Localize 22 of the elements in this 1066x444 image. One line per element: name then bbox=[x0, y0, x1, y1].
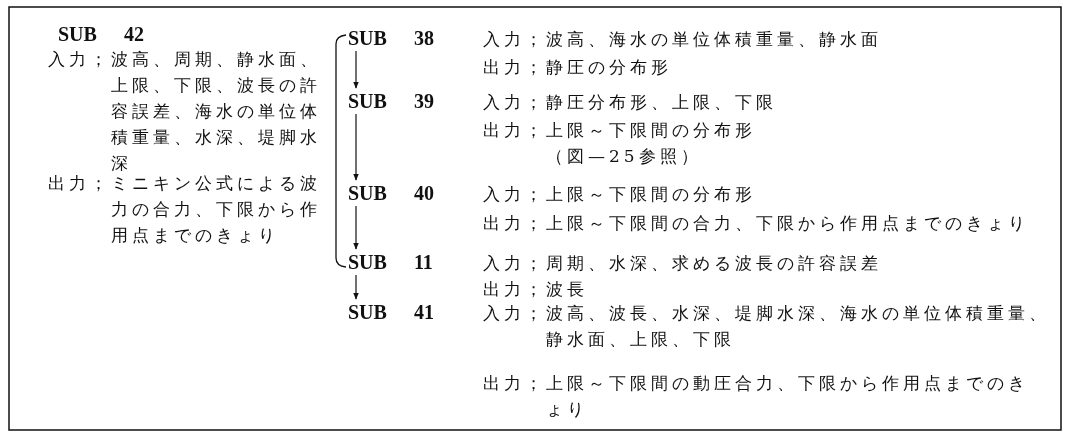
subroutine-label: SUB 41 bbox=[348, 300, 434, 324]
arrow bbox=[353, 50, 359, 89]
io-description: 入力；静圧分布形、上限、下限 bbox=[483, 91, 778, 114]
io-description: 入力；波高、周期、静水面、上限、下限、波長の許容誤差、海水の単位体積重量、水深、堤脚水深 bbox=[48, 48, 322, 175]
subroutine-label: SUB 40 bbox=[348, 181, 434, 205]
subroutine-label: SUB 11 bbox=[348, 250, 433, 274]
arrow bbox=[353, 274, 359, 300]
io-description: 出力；ミニキン公式による波力の合力、下限から作用点までのきょり bbox=[48, 172, 322, 247]
io-description: 入力；上限～下限間の分布形 bbox=[483, 183, 757, 206]
subroutine-label: SUB 39 bbox=[348, 89, 434, 113]
arrow bbox=[353, 113, 359, 181]
io-description: 入力；波高、波長、水深、堤脚水深、海水の単位体積重量、静水面、上限、下限 bbox=[483, 302, 1051, 351]
io-description: 出力；上限～下限間の合力、下限から作用点までのきょり bbox=[483, 212, 1030, 235]
arrow bbox=[353, 205, 359, 250]
io-description: 出力；上限～下限間の動圧合力、下限から作用点までのきょり bbox=[483, 372, 1030, 421]
io-description: 入力；周期、水深、求める波長の許容誤差 bbox=[483, 252, 883, 275]
subroutine-label: SUB 42 bbox=[58, 22, 144, 46]
subroutine-label: SUB 38 bbox=[348, 26, 434, 50]
io-description: 出力；上限～下限間の分布形（図—25参照） bbox=[483, 119, 757, 168]
io-description: 入力；波高、海水の単位体積重量、静水面 bbox=[483, 28, 883, 51]
io-description: 出力；波長 bbox=[483, 278, 589, 301]
io-description: 出力；静圧の分布形 bbox=[483, 56, 673, 79]
